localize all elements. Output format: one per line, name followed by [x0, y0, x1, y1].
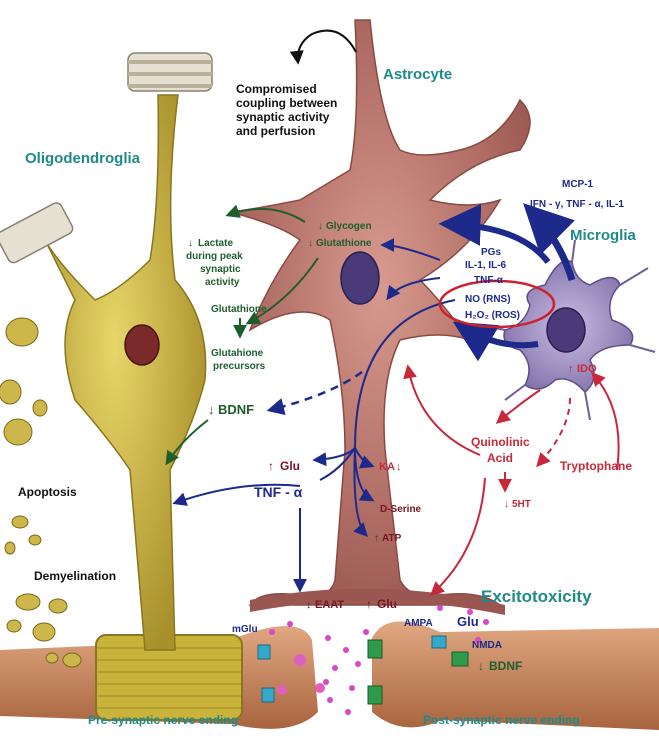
label-tnf-alpha: TNF - α — [254, 484, 303, 500]
label-d-serine: D-Serine — [380, 504, 422, 515]
up-arrow-glu: ↑ — [268, 459, 274, 473]
label-glu-synapse: Glu — [377, 597, 397, 611]
arrows-navy — [172, 203, 576, 593]
label-no-rns: NO (RNS) — [465, 294, 511, 305]
down-arrow-eaat: ↓ — [306, 599, 312, 611]
label-atp: ATP — [382, 533, 402, 544]
label-quinolinic-acid: Quinolinic Acid — [471, 435, 533, 465]
title-microglia: Microglia — [570, 227, 637, 244]
receptors — [257, 635, 469, 705]
label-glu-release: Glu — [280, 459, 300, 473]
up-arrow-atp: ↑ — [374, 533, 379, 544]
arrow-coupling — [289, 29, 357, 65]
label-5ht: 5HT — [512, 499, 531, 510]
down-arrow-bdnf: ↓ — [208, 402, 215, 417]
label-lactate: Lactate during peak synaptic activity — [186, 238, 245, 288]
coupling-note: Compromised coupling between synaptic ac… — [236, 82, 341, 138]
down-arrow-glycogen: ↓ — [318, 221, 323, 232]
label-ka: KA — [379, 461, 395, 473]
down-arrow-lactate: ↓ — [188, 238, 193, 249]
label-mglu: mGlu — [232, 624, 258, 635]
astrocyte-nucleus — [340, 251, 380, 305]
label-ampa: AMPA — [404, 618, 433, 629]
glutamate-molecules — [269, 605, 489, 715]
label-glutathione-precursors: Glutahione precursors — [211, 348, 266, 372]
arrows-red — [403, 364, 620, 596]
down-arrow-glutathione: ↓ — [308, 238, 313, 249]
down-arrow-ka: ↓ — [396, 461, 402, 473]
oligodendroglia-nucleus — [124, 324, 160, 366]
up-arrow-glu-synapse: ↑ — [366, 597, 372, 611]
myelin-wrap-left — [0, 202, 74, 264]
oligodendroglia-cell — [0, 52, 213, 651]
label-bdnf: BDNF — [218, 402, 254, 417]
label-tryptophane: Tryptophane — [560, 459, 632, 473]
label-glutathione: Glutathione — [211, 304, 267, 315]
microglia-nucleus — [546, 307, 586, 353]
label-apoptosis: Apoptosis — [18, 485, 77, 499]
oxidants-highlight — [438, 279, 556, 329]
label-post-synaptic: Post-synaptic nerve ending — [423, 713, 580, 727]
label-bdnf-post: BDNF — [489, 659, 522, 673]
down-arrow-5ht: ↓ — [504, 499, 509, 510]
title-astrocyte: Astrocyte — [383, 66, 452, 83]
label-glutathione-astro: Glutathione — [316, 238, 372, 249]
microglia-input-mcp: MCP-1 — [562, 179, 594, 190]
arrows-green — [165, 204, 319, 466]
label-glycogen: Glycogen — [326, 221, 372, 232]
label-ido: IDO — [577, 363, 597, 375]
label-pre-synaptic: Pre-synaptic nerve ending — [88, 713, 238, 727]
up-arrow-ido: ↑ — [568, 363, 574, 375]
myelin-sheath — [95, 634, 243, 721]
label-h2o2-ros: H₂O₂ (ROS) — [465, 310, 520, 321]
label-demyelination: Demyelination — [34, 569, 116, 583]
label-eaat: EAAT — [315, 599, 344, 611]
apoptotic-debris — [0, 317, 82, 668]
title-oligodendroglia: Oligodendroglia — [25, 150, 141, 167]
label-nmda: NMDA — [472, 640, 502, 651]
label-glu-post: Glu — [457, 614, 479, 629]
down-arrow-bdnf-post: ↓ — [478, 659, 484, 673]
microglia-input-cytokines: IFN - γ, TNF - α, IL-1 — [530, 199, 624, 210]
label-cytokines: PGs IL-1, IL-6 TNF-α — [465, 247, 509, 286]
title-excitotoxicity: Excitotoxicity — [481, 587, 592, 606]
